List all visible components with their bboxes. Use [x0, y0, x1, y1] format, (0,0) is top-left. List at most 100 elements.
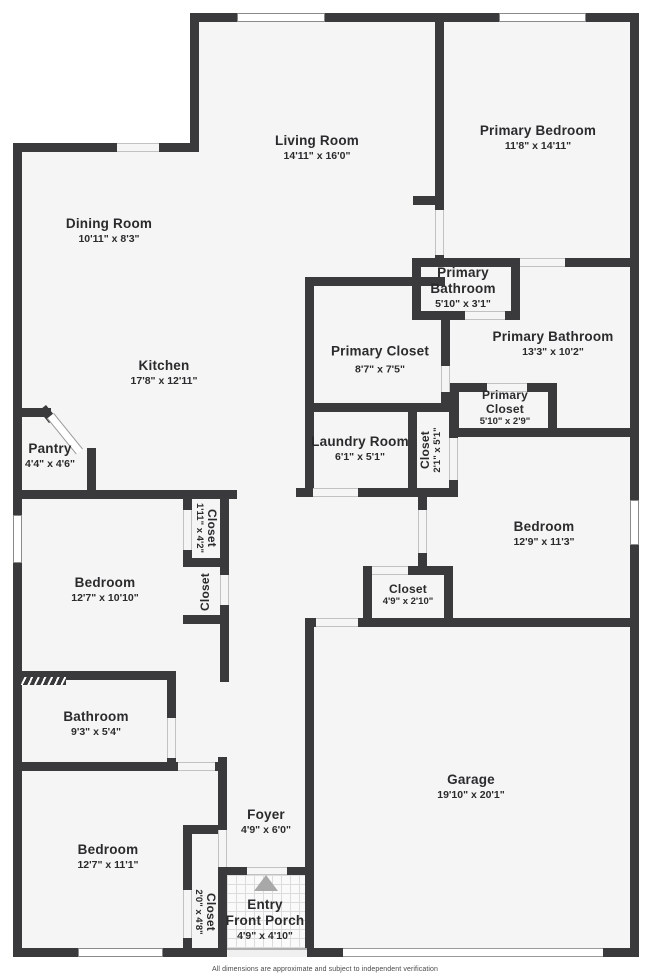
room-name: Closet — [389, 582, 427, 596]
room-name: Bedroom — [74, 575, 136, 590]
wall — [13, 948, 639, 957]
room-dimensions: 4'4" x 4'6" — [25, 458, 75, 470]
room-name: Kitchen — [138, 358, 190, 373]
room-name: Primary — [437, 265, 489, 280]
door-opening — [465, 311, 505, 320]
room-dimensions: 5'10" x 2'9" — [479, 416, 531, 427]
room-name: Bedroom — [513, 519, 575, 534]
floor-area — [190, 13, 639, 148]
wall — [305, 403, 458, 412]
room-name: Primary Closet — [330, 343, 430, 359]
room-dimensions: 17'8" x 12'11" — [130, 375, 198, 387]
room-name: Closet — [418, 431, 432, 469]
room-label-bathroom: Bathroom 9'3" x 5'4" — [63, 709, 128, 739]
room-label-closet-7: Closet — [198, 573, 212, 611]
room-dimensions: 12'7" x 10'10" — [71, 592, 139, 604]
wall — [296, 488, 458, 497]
wall — [435, 13, 444, 210]
door-opening — [183, 890, 192, 938]
wall — [13, 490, 237, 499]
wall — [363, 566, 372, 626]
door-opening — [167, 718, 176, 758]
window — [13, 515, 22, 563]
wall — [413, 196, 437, 205]
room-dimensions: 2'0" x 4'8" — [193, 889, 204, 935]
room-label-bedroom-1: Bedroom 12'7" x 10'10" — [71, 575, 139, 605]
room-name: Foyer — [247, 807, 285, 822]
garage-door — [343, 948, 603, 957]
wall — [450, 428, 639, 437]
window — [499, 13, 586, 22]
wall — [412, 258, 421, 320]
room-name: Primary Bedroom — [479, 123, 597, 138]
room-name: Primary — [481, 388, 529, 402]
window — [630, 500, 639, 545]
room-name: Bathroom — [63, 709, 129, 724]
wall — [183, 825, 227, 834]
wall — [305, 618, 314, 957]
door-opening — [372, 566, 408, 575]
room-name: Primary Bathroom — [492, 329, 614, 344]
wall — [167, 671, 176, 762]
wall — [450, 383, 459, 437]
room-name: Pantry — [28, 441, 72, 456]
room-label-pantry: Pantry 4'4" x 4'6" — [25, 441, 75, 471]
door-opening — [520, 258, 565, 267]
room-label-primary-closet: Primary Closet 8'7" x 7'5" — [331, 342, 429, 379]
door-opening — [435, 210, 444, 255]
door-opening — [441, 366, 450, 392]
room-dimensions: 13'3" x 10'2" — [522, 346, 584, 358]
door-opening — [449, 438, 458, 480]
room-name: Closet — [205, 509, 219, 547]
room-dimensions: 14'11" x 16'0" — [283, 150, 351, 162]
wall — [13, 762, 227, 771]
room-dimensions: 8'7" x 7'5" — [355, 363, 405, 376]
wall — [548, 383, 557, 437]
wall — [310, 618, 639, 627]
room-label-kitchen: Kitchen 17'8" x 12'11" — [131, 358, 198, 388]
room-dimensions: 5'10" x 3'1" — [435, 298, 491, 310]
wall — [305, 277, 445, 286]
door-opening — [247, 867, 287, 875]
room-dimensions: 2'1" x 5'1" — [432, 427, 443, 473]
door-opening — [220, 575, 229, 605]
door-opening — [316, 618, 358, 627]
room-label-primary-bathroom: Primary Bathroom 13'3" x 10'2" — [493, 329, 614, 359]
room-name: Dining Room — [65, 216, 153, 231]
hatched-door-strip — [20, 677, 66, 685]
room-label-living-room: Living Room 14'11" x 16'0" — [275, 133, 359, 163]
room-dimensions: 9'3" x 5'4" — [71, 726, 121, 738]
door-opening — [313, 488, 358, 497]
wall — [87, 448, 96, 497]
wall — [13, 143, 199, 152]
porch-tile-area — [227, 875, 305, 948]
wall — [408, 403, 417, 497]
room-dimensions: 19'10" x 20'1" — [437, 789, 505, 801]
wall — [13, 671, 175, 680]
wall — [565, 258, 630, 267]
room-name: Living Room — [275, 133, 359, 148]
room-dimensions: 6'1" x 5'1" — [335, 451, 385, 463]
wall — [13, 408, 51, 417]
room-name: Front Porch — [225, 913, 305, 928]
wall — [363, 566, 453, 575]
room-dimensions: 4'9" x 4'10" — [237, 930, 293, 942]
door-opening — [117, 143, 159, 152]
room-name: Closet — [198, 573, 212, 611]
room-name: Bathroom — [430, 281, 496, 296]
entry-arrow-icon — [254, 875, 278, 891]
